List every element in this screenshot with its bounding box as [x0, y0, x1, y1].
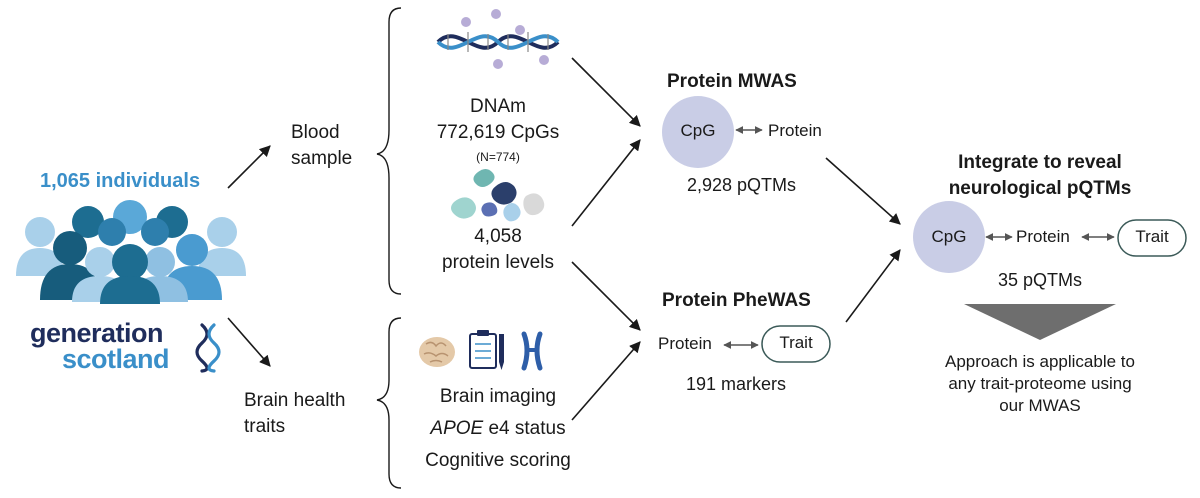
arrow-traits-to-phewas	[571, 341, 641, 421]
mwas-title: Protein MWAS	[667, 71, 797, 92]
phewas-title: Protein PheWAS	[662, 290, 811, 311]
integrate-result: 35 pQTMs	[997, 270, 1083, 290]
phewas-result: 191 markers	[686, 374, 787, 394]
mwas-protein-label: Protein	[768, 121, 822, 140]
dna-double-helix-icon	[436, 9, 560, 69]
cohort-count-label: 1,065 individuals	[40, 170, 201, 192]
phewas-trait-label: Trait	[779, 333, 813, 352]
dna-helix-logo-icon	[195, 323, 221, 373]
approach-note-line3: our MWAS	[999, 396, 1081, 415]
integrate-cpg-circle	[913, 201, 985, 273]
arrow-protein-to-mwas	[571, 139, 641, 227]
protein-blobs-icon	[451, 169, 545, 222]
dnam-sample-size: (N=774)	[476, 150, 520, 164]
logo-wordmark-scotland: scotland	[62, 344, 170, 374]
blood-brace	[376, 7, 402, 295]
chromosome-icon	[521, 331, 543, 371]
blood-sample-label-line2: sample	[291, 148, 353, 169]
integrate-protein-label: Protein	[1016, 227, 1070, 246]
approach-note-line1: Approach is applicable to	[945, 352, 1135, 371]
protein-levels-label: protein levels	[442, 252, 554, 273]
arrow-phewas-to-integrate	[845, 249, 901, 323]
mwas-result: 2,928 pQTMs	[687, 175, 797, 195]
apoe-status-suffix: e4 status	[483, 418, 566, 439]
phewas-trait-pill	[761, 325, 831, 363]
protein-count: 4,058	[474, 226, 522, 247]
apoe-gene-name: APOE	[430, 418, 484, 439]
cognitive-scoring-label: Cognitive scoring	[425, 450, 571, 471]
brain-traits-label-line1: Brain health	[244, 390, 346, 411]
arrow-cohort-to-blood	[227, 145, 271, 189]
arrow-protein-to-phewas	[571, 261, 641, 331]
logo-wordmark-generation: generation	[30, 318, 164, 348]
dnam-title: DNAm	[470, 96, 526, 117]
apoe-status-label: APOE e4 status	[398, 418, 598, 440]
approach-note-line2: any trait-proteome using	[948, 374, 1132, 393]
blood-sample-label-line1: Blood	[291, 122, 340, 143]
integrate-title-line1: Integrate to reveal	[958, 152, 1122, 173]
phewas-protein-label: Protein	[658, 334, 712, 353]
integrate-trait-pill	[1117, 219, 1187, 257]
clipboard-icon	[469, 330, 497, 369]
pencil-icon	[499, 334, 504, 370]
dnam-cpg-count: 772,619 CpGs	[436, 122, 560, 143]
arrow-cohort-to-brain	[227, 317, 271, 367]
integrate-title-line2: neurological pQTMs	[948, 178, 1132, 199]
arrow-dnam-to-mwas	[571, 57, 641, 127]
brain-scan-icon	[419, 337, 455, 367]
integrate-cpg-label: CpG	[931, 227, 967, 246]
brain-brace	[376, 317, 402, 489]
brain-traits-label-line2: traits	[244, 416, 286, 437]
arrow-mwas-to-integrate	[825, 157, 901, 225]
integrate-trait-label: Trait	[1135, 227, 1169, 246]
mwas-cpg-label: CpG	[680, 121, 716, 140]
brain-imaging-label: Brain imaging	[439, 386, 557, 407]
funnel-triangle-icon	[964, 304, 1116, 340]
mwas-cpg-circle	[662, 96, 734, 168]
people-group-icon	[16, 200, 246, 304]
